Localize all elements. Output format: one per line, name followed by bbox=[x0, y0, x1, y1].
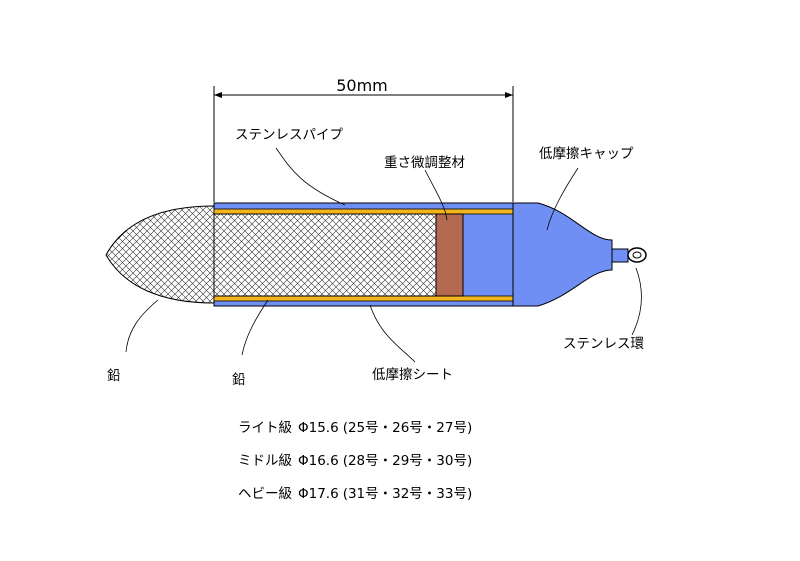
stainless-ring bbox=[611, 247, 647, 263]
weight-adjuster bbox=[435, 213, 464, 297]
leader-lines bbox=[125, 147, 642, 363]
spec-size: Φ15.6 bbox=[298, 420, 339, 436]
spec-numbers: (31号・32号・33号) bbox=[343, 486, 473, 502]
spec-size: Φ17.6 bbox=[298, 486, 339, 502]
label-lead-nose: 鉛 bbox=[107, 368, 121, 384]
leader-low-friction-sheet bbox=[369, 304, 416, 363]
leader-low-friction-cap bbox=[546, 167, 579, 231]
leader-stainless-ring bbox=[631, 267, 642, 336]
dimension-label: 50mm bbox=[336, 76, 388, 95]
spec-row-light: ライト級 Φ15.6(25号・26号・27号) bbox=[238, 420, 472, 436]
lead-nose bbox=[105, 205, 215, 304]
dimension-indicator bbox=[213, 86, 514, 202]
leader-weight-adjuster bbox=[424, 169, 448, 221]
label-weight-adjuster: 重さ微調整材 bbox=[384, 155, 465, 171]
spec-list: ライト級 Φ15.6(25号・26号・27号) ミドル級 Φ16.6(28号・29号… bbox=[238, 420, 472, 502]
leader-lead-nose bbox=[125, 299, 159, 353]
spec-grade: ライト級 bbox=[238, 420, 292, 436]
leader-stainless-pipe bbox=[275, 147, 346, 206]
label-low-friction-sheet: 低摩擦シート bbox=[372, 366, 453, 383]
spec-row-middle: ミドル級 Φ16.6(28号・29号・30号) bbox=[238, 453, 472, 469]
spec-grade: ミドル級 bbox=[238, 453, 292, 469]
pipe-wall-bottom bbox=[213, 295, 514, 302]
label-low-friction-cap: 低摩擦キャップ bbox=[539, 145, 634, 162]
spec-numbers: (25号・26号・27号) bbox=[343, 420, 473, 436]
spec-numbers: (28号・29号・30号) bbox=[343, 453, 473, 469]
spec-size: Φ16.6 bbox=[298, 453, 339, 469]
spec-grade: ヘビー級 bbox=[238, 486, 292, 502]
spec-row-heavy: ヘビー級 Φ17.6(31号・32号・33号) bbox=[238, 486, 472, 502]
low-friction-cap bbox=[512, 202, 613, 307]
pipe-wall-top bbox=[213, 208, 514, 215]
leader-lead-core bbox=[241, 299, 269, 356]
label-lead-core: 鉛 bbox=[232, 372, 246, 388]
lead-core bbox=[213, 213, 437, 297]
label-stainless-pipe: ステンレスパイプ bbox=[235, 127, 343, 143]
label-stainless-ring: ステンレス環 bbox=[563, 336, 644, 352]
